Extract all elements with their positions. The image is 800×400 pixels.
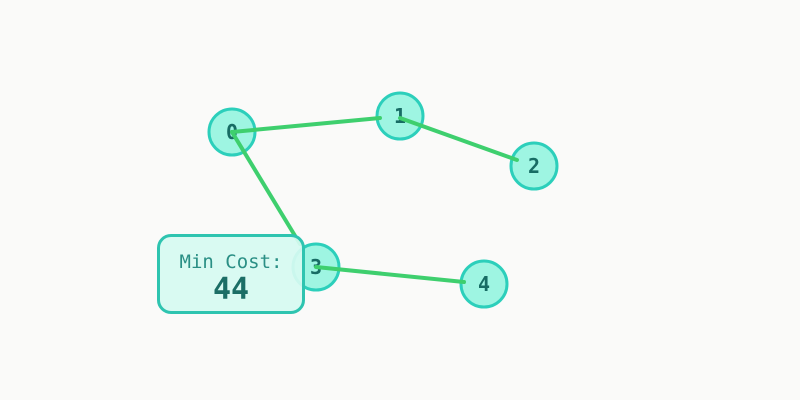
edges-layer	[230, 116, 519, 284]
edge-0-1	[230, 116, 382, 134]
nodes-layer: 0 1 2 3 4	[207, 91, 559, 309]
node-label: 1	[394, 104, 406, 128]
edge-0-3	[230, 130, 302, 246]
node-2[interactable]: 2	[509, 141, 559, 191]
node-label: 2	[528, 154, 540, 178]
min-cost-panel: Min Cost: 44	[157, 234, 305, 314]
min-cost-value: 44	[212, 272, 250, 307]
node-1[interactable]: 1	[375, 91, 425, 141]
min-cost-label: Min Cost:	[179, 251, 283, 273]
node-label: 4	[478, 272, 490, 296]
node-4[interactable]: 4	[459, 259, 509, 309]
edge-1-2	[398, 116, 519, 162]
edge-3-4	[314, 265, 466, 284]
